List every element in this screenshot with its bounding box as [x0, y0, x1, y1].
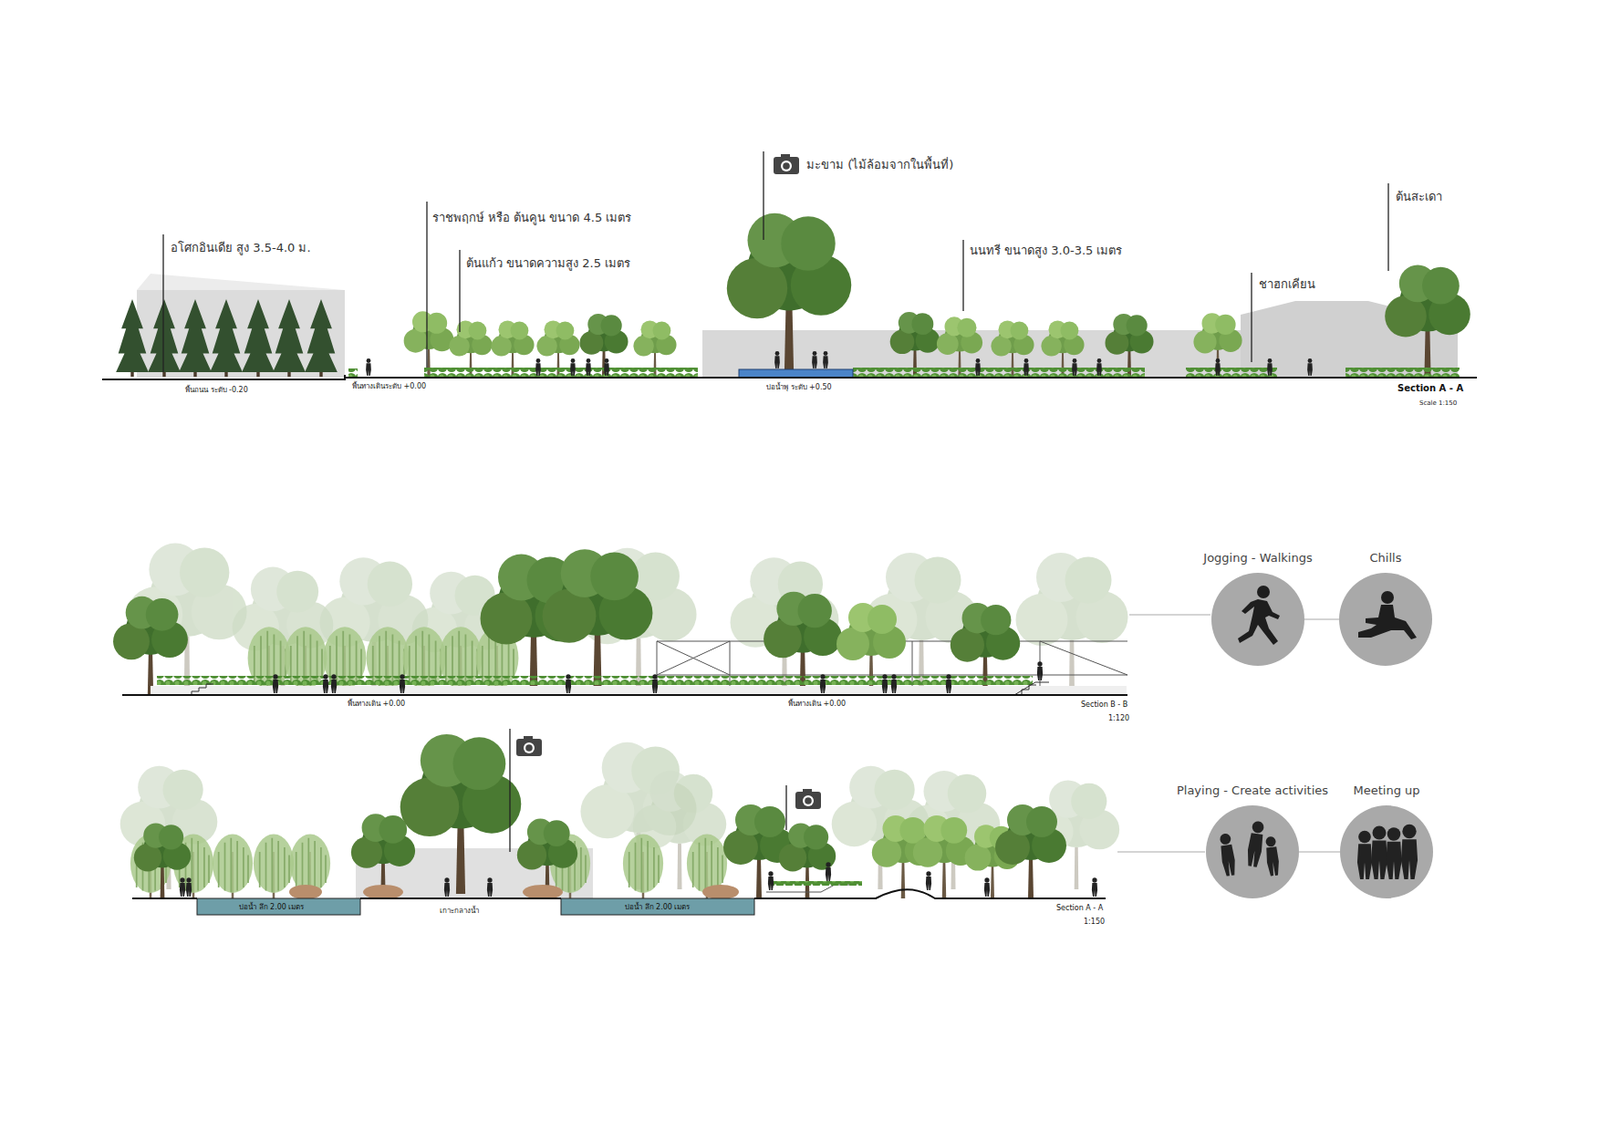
conifer-tree	[241, 299, 275, 377]
annotation-label: เกาะกลางน้ำ	[439, 906, 479, 915]
annotation-label: พื้นทางเดิน +0.00	[347, 699, 406, 708]
conifer-tree	[147, 299, 181, 377]
ground-line	[122, 694, 1128, 697]
wall	[136, 290, 345, 378]
activity-heading: Playing - Create activities	[1176, 783, 1329, 798]
annotation-label: 1:120	[1108, 714, 1130, 723]
planter-base	[150, 685, 1127, 696]
camera-icon	[773, 154, 800, 175]
camera-icon	[516, 736, 542, 757]
leader-lines	[163, 151, 1389, 373]
steps	[1014, 682, 1050, 696]
annotation-label: Section A - A	[1397, 383, 1464, 395]
conifer-tree	[209, 299, 243, 377]
shrub-row	[348, 368, 358, 378]
annotation-label: นนทรี ขนาดสูง 3.0-3.5 เมตร	[969, 244, 1123, 259]
ground-line	[132, 889, 1106, 899]
annotation-label: มะขาม (ไม้ล้อมจากในพื้นที่)	[806, 158, 954, 173]
fountain	[738, 369, 853, 378]
annotation-label: บ่อน้ำ ลึก 2.00 เมตร	[238, 903, 304, 912]
section-a-top	[102, 151, 1477, 380]
activity-heading: Meeting up	[1352, 783, 1420, 798]
pond	[561, 898, 755, 915]
annotation-label: ชาฮกเคียน	[1258, 278, 1316, 292]
people	[272, 661, 1043, 694]
activity-circle: Playing - Create activities	[1205, 805, 1299, 899]
section-b	[113, 543, 1211, 696]
faded-tree	[1016, 552, 1129, 696]
conifer-tree	[304, 299, 338, 377]
tree	[779, 823, 836, 899]
activity-line	[1129, 613, 1211, 615]
tree	[542, 549, 654, 696]
grasses	[289, 884, 739, 900]
activity-circle: Chills	[1339, 572, 1433, 666]
tamarind-tree	[727, 213, 852, 378]
people	[365, 351, 1313, 376]
section-a-bottom	[120, 728, 1206, 915]
annotation-label: ต้นแก้ว ขนาดความสูง 2.5 เมตร	[466, 257, 631, 271]
runner-icon	[1237, 585, 1280, 645]
annotation-label: ต้นสะเดา	[1395, 190, 1443, 205]
activity-heading: Jogging - Walkings	[1203, 550, 1312, 565]
annotation-label: Section B - B	[1080, 700, 1128, 709]
activity-circle: Meeting up	[1340, 805, 1434, 899]
annotation-label: บ่อน้ำ ลึก 2.00 เมตร	[624, 903, 690, 912]
platform	[766, 884, 853, 893]
annotation-label: อโศกอินเดีย สูง 3.5-4.0 ม.	[170, 241, 312, 256]
annotation-label: บ่อน้ำพุ ระดับ +0.50	[766, 383, 832, 392]
annotation-label: พื้นทางเดิน +0.00	[788, 699, 846, 708]
annotation-label: 1:150	[1083, 917, 1105, 926]
shrub-row	[770, 881, 863, 886]
tree	[995, 804, 1067, 899]
activity-heading: Chills	[1370, 550, 1403, 565]
conifer-tree	[115, 299, 149, 377]
kids-icon	[1218, 820, 1281, 877]
pond	[197, 898, 361, 915]
activity-line	[1117, 851, 1206, 852]
conifer-tree	[178, 299, 212, 377]
neem-tree	[1384, 264, 1471, 378]
willow-tree	[253, 833, 294, 899]
steps	[191, 684, 214, 696]
conifer-tree	[272, 299, 306, 377]
tree	[517, 818, 578, 899]
tamarind-tree	[400, 734, 522, 894]
leader-lines	[509, 728, 787, 852]
activity-connector	[1304, 618, 1340, 620]
sitting-icon	[1358, 591, 1417, 640]
willow-tree	[212, 833, 253, 899]
activity-circle: Jogging - Walkings	[1211, 572, 1305, 666]
annotation-label: Scale 1:150	[1419, 399, 1457, 407]
willow-tree	[290, 833, 331, 899]
tree	[351, 813, 416, 899]
shrub-row	[424, 367, 698, 378]
group-icon	[1357, 824, 1418, 880]
annotation-label: พื้นถนน ระดับ -0.20	[185, 385, 249, 395]
faded-tree	[232, 567, 334, 696]
annotation-label: Section A - A	[1056, 903, 1103, 913]
shrub-row	[1185, 367, 1278, 378]
people	[179, 862, 1098, 897]
wall-top	[136, 273, 345, 291]
activity-connector	[1298, 851, 1341, 852]
shrub-row	[1345, 367, 1460, 378]
tree	[134, 823, 191, 899]
camera-icon	[795, 789, 821, 810]
willow-tree	[623, 833, 664, 899]
annotation-label: ราชพฤกษ์ หรือ ต้นคูน ขนาด 4.5 เมตร	[432, 211, 632, 226]
annotation-label: พื้นทางเดินระดับ +0.00	[352, 382, 426, 391]
shrub-row	[156, 675, 1033, 686]
